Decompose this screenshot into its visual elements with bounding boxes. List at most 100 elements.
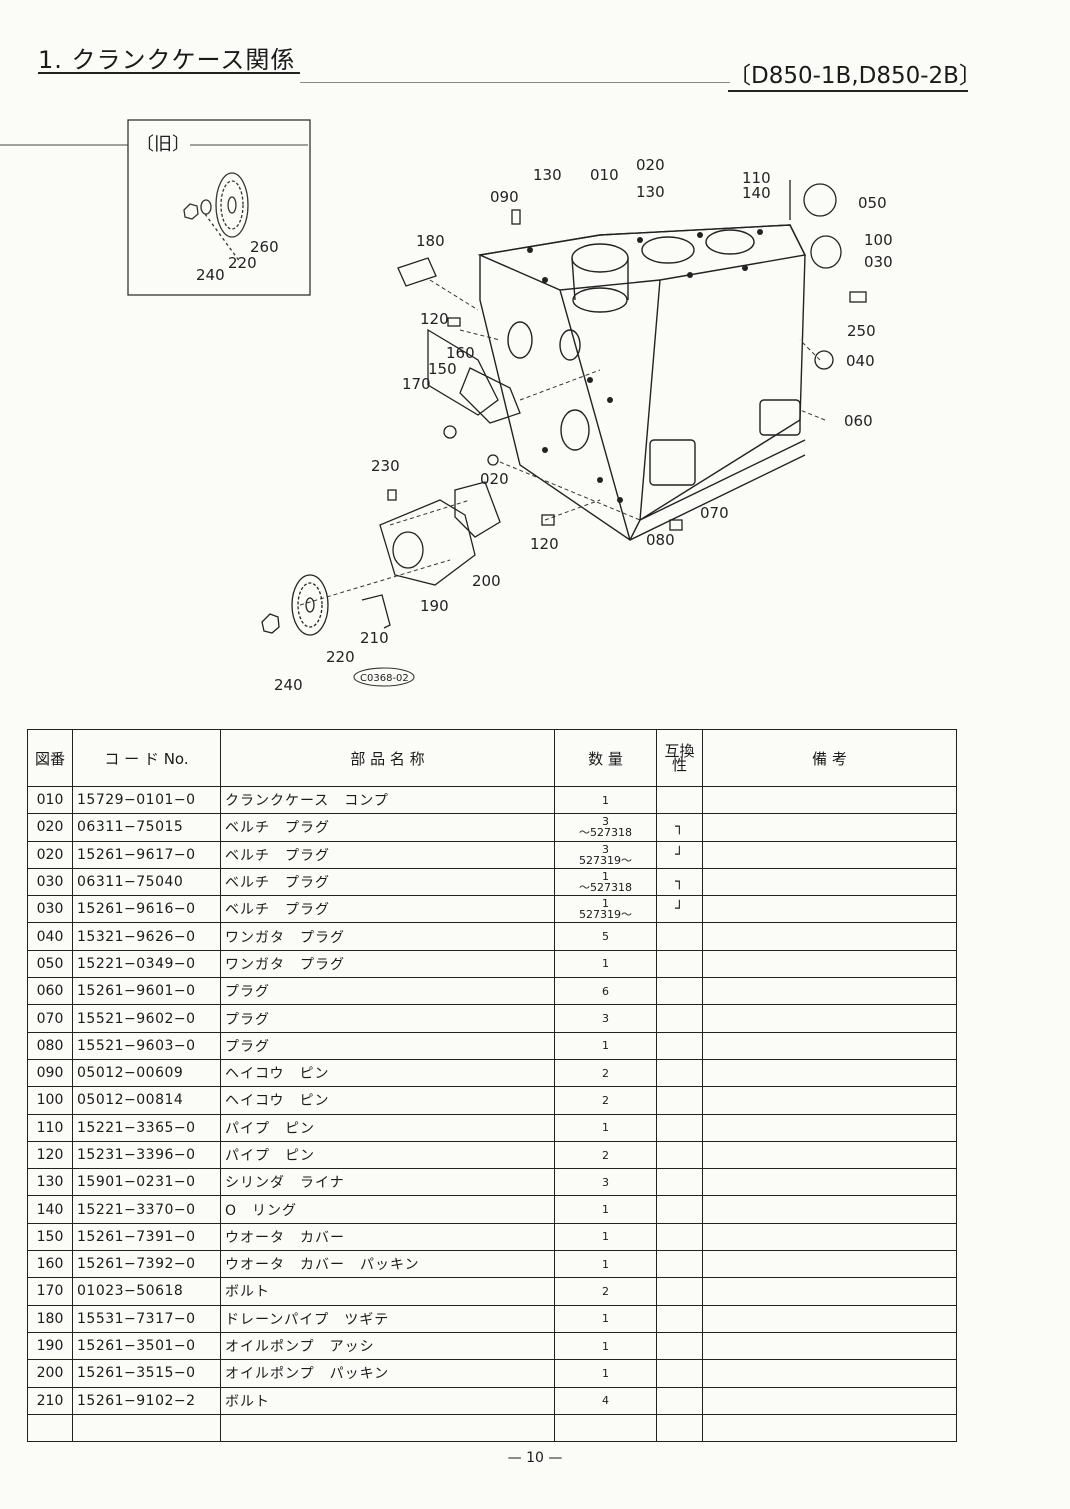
pump-gear-icon — [291, 574, 329, 636]
svg-text:220: 220 — [326, 648, 355, 666]
cell-compat — [656, 785, 703, 815]
cell-code: 15261−7392−0 — [72, 1250, 221, 1279]
svg-text:120: 120 — [420, 310, 449, 328]
title-underline — [38, 72, 300, 74]
cell-no: 210 — [27, 1386, 73, 1415]
cell-qty: 1 — [554, 1222, 657, 1252]
cell-code: 01023−50618 — [72, 1277, 221, 1306]
cell-name — [220, 1413, 555, 1443]
svg-text:200: 200 — [472, 572, 501, 590]
header-compat: 互換性 — [656, 729, 703, 787]
cell-remarks — [702, 1031, 957, 1060]
cell-name: ウオータ カバー パッキン — [220, 1250, 555, 1279]
cell-no: 010 — [27, 785, 73, 815]
cell-code: 15521−9603−0 — [72, 1031, 221, 1060]
cell-name: パイプ ピン — [220, 1140, 555, 1170]
cell-name: ワンガタ プラグ — [220, 949, 555, 979]
svg-text:050: 050 — [858, 194, 887, 212]
cell-name: ベルチ プラグ — [220, 867, 555, 897]
drain-fitting-icon — [397, 257, 437, 287]
cell-qty: 1 — [554, 785, 657, 815]
cell-code: 05012−00609 — [72, 1058, 221, 1088]
cell-name: ベルチ プラグ — [220, 840, 555, 869]
header-remarks: 備 考 — [702, 729, 957, 787]
cell-compat — [656, 1086, 703, 1115]
cell-qty: 2 — [554, 1140, 657, 1170]
cell-remarks — [702, 895, 957, 924]
svg-text:190: 190 — [420, 597, 449, 615]
cell-no: 200 — [27, 1359, 73, 1388]
cell-qty: 4 — [554, 1386, 657, 1415]
cell-no: 190 — [27, 1331, 73, 1361]
cell-remarks — [702, 1004, 957, 1033]
cell-no: 020 — [27, 813, 73, 842]
cell-no: 070 — [27, 1004, 73, 1033]
cell-no: 110 — [27, 1113, 73, 1142]
nut-icon — [261, 613, 280, 634]
cell-name: ベルチ プラグ — [220, 895, 555, 924]
svg-text:090: 090 — [490, 188, 519, 206]
cell-name: ベルチ プラグ — [220, 813, 555, 842]
cell-remarks — [702, 1277, 957, 1306]
cell-remarks — [702, 977, 957, 1006]
cell-code: 15261−3501−0 — [72, 1331, 221, 1361]
header-no: 図番 — [27, 729, 73, 787]
svg-text:240: 240 — [196, 266, 225, 284]
cell-no: 180 — [27, 1304, 73, 1333]
svg-text:130: 130 — [636, 183, 665, 201]
cell-code: 06311−75040 — [72, 867, 221, 897]
svg-text:260: 260 — [250, 238, 279, 256]
cell-no: 140 — [27, 1195, 73, 1224]
svg-text:240: 240 — [274, 676, 303, 694]
svg-text:130: 130 — [533, 166, 562, 184]
cell-name: オイルポンプ パッキン — [220, 1359, 555, 1388]
plug-050-icon — [803, 183, 837, 217]
cell-no: 060 — [27, 977, 73, 1006]
svg-text:140: 140 — [742, 184, 771, 202]
cell-code: 15531−7317−0 — [72, 1304, 221, 1333]
svg-text:100: 100 — [864, 231, 893, 249]
svg-text:120: 120 — [530, 535, 559, 553]
cell-compat — [656, 1168, 703, 1197]
cell-compat — [656, 1140, 703, 1170]
cell-remarks — [702, 1195, 957, 1224]
cell-name: プラグ — [220, 1004, 555, 1033]
cell-qty: 3 — [554, 1004, 657, 1033]
cell-remarks — [702, 1140, 957, 1170]
cell-remarks — [702, 1359, 957, 1388]
svg-text:220: 220 — [228, 254, 257, 272]
cell-code: 15729−0101−0 — [72, 785, 221, 815]
cell-remarks — [702, 1250, 957, 1279]
svg-text:170: 170 — [402, 375, 431, 393]
svg-text:210: 210 — [360, 629, 389, 647]
cell-code: 15231−3396−0 — [72, 1140, 221, 1170]
page-title: 1. クランクケース関係 — [38, 46, 296, 74]
cell-compat — [656, 1386, 703, 1415]
cell-compat — [656, 1331, 703, 1361]
cell-compat — [656, 1250, 703, 1279]
cell-no: 080 — [27, 1031, 73, 1060]
svg-text:150: 150 — [428, 360, 457, 378]
cell-remarks — [702, 1386, 957, 1415]
cell-no: 120 — [27, 1140, 73, 1170]
cell-compat — [656, 977, 703, 1006]
cell-code: 15261−3515−0 — [72, 1359, 221, 1388]
svg-text:010: 010 — [590, 166, 619, 184]
cell-compat — [656, 1004, 703, 1033]
figure-id: C0368-02 — [360, 673, 409, 684]
cell-qty — [554, 1413, 657, 1443]
plug-040-icon — [814, 350, 834, 370]
